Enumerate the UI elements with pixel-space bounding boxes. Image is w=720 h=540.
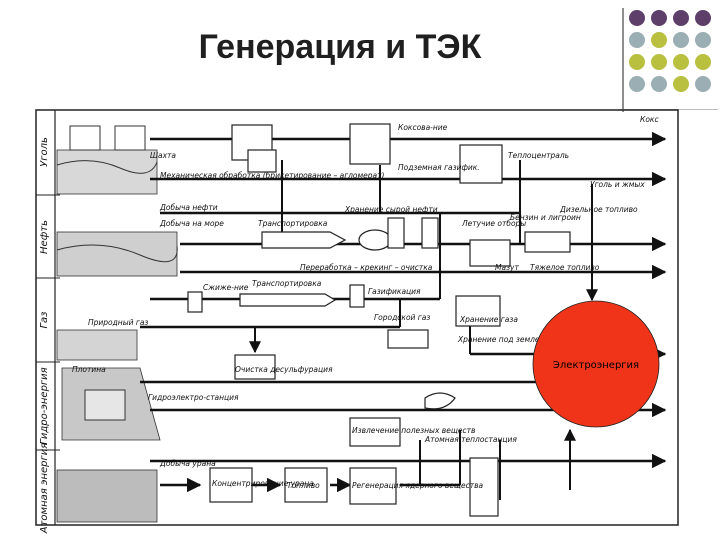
decor-dot bbox=[673, 10, 689, 26]
decor-dot bbox=[629, 54, 645, 70]
vertical-connectors bbox=[249, 160, 598, 500]
slide-title: Генерация и ТЭК bbox=[198, 28, 482, 66]
label-atomnaya-teplostanciya: Атомная теплостанция bbox=[424, 435, 517, 444]
decor-dot bbox=[695, 54, 711, 70]
label-dizelnoe-toplivo: Дизельное топливо bbox=[559, 205, 638, 214]
decor-dot bbox=[651, 76, 667, 92]
decor-dot bbox=[629, 32, 645, 48]
plant-structures bbox=[187, 123, 571, 517]
label-toplivo: Топливо bbox=[287, 481, 320, 490]
label-dobycha-urana: Добыча урана bbox=[159, 459, 216, 468]
electricity-circle bbox=[532, 300, 660, 428]
row-label-hydro: Гидро-энергия bbox=[39, 367, 50, 444]
label-koksovanie: Коксова-ние bbox=[398, 123, 448, 132]
row-separators bbox=[36, 194, 60, 451]
label-transportirovka-1: Транспортировка bbox=[258, 219, 328, 228]
decor-dot bbox=[673, 32, 689, 48]
decor-dot-grid bbox=[629, 10, 713, 110]
row-label-oil: Нефть bbox=[39, 220, 50, 254]
row-label-coal: Уголь bbox=[39, 137, 50, 167]
label-prirodnyy-gaz: Природный газ bbox=[88, 318, 148, 327]
row-label-gas: Газ bbox=[39, 311, 50, 328]
decor-dot bbox=[673, 76, 689, 92]
label-dobycha-na-more: Добыча на море bbox=[159, 219, 224, 228]
label-hranenie-pod-zemley: Хранение под землей bbox=[457, 335, 545, 344]
label-regeneraciya: Регенерация ядерного вещества bbox=[352, 481, 484, 490]
label-mehanicheskaya-obrabotka: Механическая обработка (брикетирование –… bbox=[160, 171, 385, 180]
label-szhizhenie: Сжиже-ние bbox=[203, 283, 249, 292]
decor-dot bbox=[651, 54, 667, 70]
decor-dot bbox=[673, 54, 689, 70]
decor-dot bbox=[651, 10, 667, 26]
label-plotina: Плотина bbox=[72, 365, 106, 374]
decor-dot bbox=[695, 10, 711, 26]
label-ochistka-desulfuraciya: Очистка десульфурация bbox=[235, 365, 333, 374]
decor-dot bbox=[695, 32, 711, 48]
label-gidroelektrostanciya: Гидроэлектро-станция bbox=[148, 393, 239, 402]
label-tyazhelye-toplivo: Тяжелое топливо bbox=[530, 263, 600, 272]
label-hranenie-syroy-nefti: Хранение сырой нефти bbox=[344, 205, 438, 214]
terrain-illustrations bbox=[56, 125, 178, 523]
label-koncentrirovanie: Концентрирование урана bbox=[212, 479, 314, 488]
label-teplocentral: Теплоцентраль bbox=[508, 151, 569, 160]
diagram-frame bbox=[35, 109, 679, 526]
decor-vertical-rule bbox=[622, 8, 624, 112]
label-hranenie-gaza: Хранение газа bbox=[459, 315, 518, 324]
label-letuchie-otbory: Летучие отборы bbox=[461, 219, 526, 228]
label-transportirovka-2: Транспортировка bbox=[252, 279, 322, 288]
label-podzemnaya-gazifikaciya: Подземная газифик. bbox=[398, 163, 480, 172]
decor-dot bbox=[695, 76, 711, 92]
label-pererabotka-kreking: Переработка – крекинг – очистка bbox=[300, 263, 433, 272]
label-shahta: Шахта bbox=[150, 151, 176, 160]
decor-dot bbox=[651, 32, 667, 48]
electricity-label: Электроэнергия bbox=[553, 360, 639, 371]
label-dobycha-nefti: Добыча нефти bbox=[159, 203, 218, 212]
process-labels: Кокс Коксова-ние Подземная газифик. Тепл… bbox=[72, 115, 659, 490]
label-benzin: Бензин и лигроин bbox=[510, 213, 581, 222]
decor-dot bbox=[629, 76, 645, 92]
decor-dot bbox=[629, 10, 645, 26]
label-gazifikaciya: Газификация bbox=[368, 287, 421, 296]
label-izvlechenie: Извлечение полезных веществ bbox=[352, 426, 475, 435]
label-ugol-zhmyh: Уголь и жмых bbox=[590, 180, 645, 189]
row-label-atomic: Атомная энергия bbox=[39, 443, 50, 534]
label-gorodskoy-gaz: Городской газ bbox=[374, 313, 430, 322]
label-mazut: Мазут bbox=[495, 263, 519, 272]
label-koks: Кокс bbox=[640, 115, 659, 124]
